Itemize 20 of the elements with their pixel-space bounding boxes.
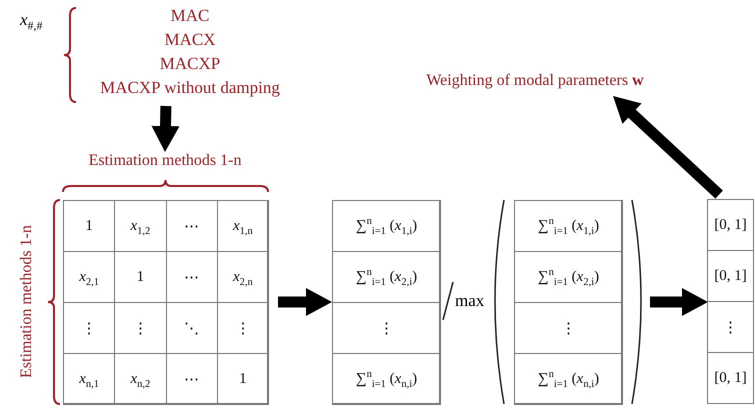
heading-text: Weighting of modal parameters w bbox=[385, 72, 685, 96]
table-cell: [0, 1] bbox=[707, 250, 754, 302]
table-cell: ⋮ bbox=[707, 301, 754, 353]
max-operator: max bbox=[455, 291, 484, 311]
vector-column bbox=[332, 200, 440, 404]
axis-heading: Estimation methods 1-n bbox=[18, 224, 36, 380]
method-name: MACXP bbox=[160, 53, 220, 75]
heading-text: Estimation methods 1-n bbox=[58, 152, 272, 176]
table-cell: [0, 1] bbox=[707, 199, 754, 251]
method-name: MACXP without damping bbox=[100, 77, 280, 99]
table-cell: ∑$^{n}$$_{i=1}$ (x$_{n,i}$) bbox=[332, 353, 441, 405]
vector-column bbox=[708, 200, 754, 404]
matrix-table bbox=[63, 200, 268, 404]
table-cell: [0, 1] bbox=[707, 352, 754, 404]
table-cell: ∑$^{n}$$_{i=1}$ (x$_{n,i}$) bbox=[514, 353, 623, 405]
method-name: MAC bbox=[170, 5, 210, 27]
vector-column bbox=[514, 200, 622, 404]
variable-symbol: x$_{#,#}$ bbox=[20, 10, 42, 30]
table-cell: 1 bbox=[216, 353, 269, 405]
method-name: MACX bbox=[164, 29, 216, 51]
